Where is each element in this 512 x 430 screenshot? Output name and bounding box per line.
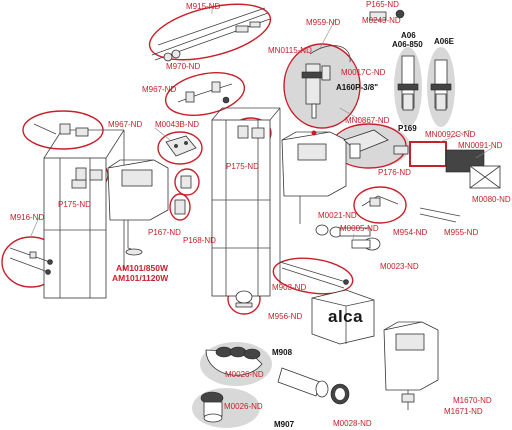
label-m959: M959-ND	[306, 18, 341, 27]
cistern-right	[281, 130, 347, 224]
m967-left-parts	[33, 123, 89, 137]
label-mn0092c: MN0092C-ND	[425, 130, 476, 139]
label-m956: M956-ND	[268, 312, 303, 321]
m967-top-parts	[177, 81, 233, 104]
label-a06-850: A06-850	[392, 40, 423, 49]
label-p167: P167-ND	[148, 228, 181, 237]
label-m1671: M1671-ND	[444, 407, 483, 416]
frame-center	[211, 107, 281, 297]
label-mn0091: MN0091-ND	[458, 141, 503, 150]
flush-plate-frames	[409, 141, 501, 189]
alca-logo: alca	[328, 307, 364, 326]
label-a160p: A160P-3/8"	[336, 83, 379, 92]
cistern-left	[107, 159, 169, 256]
label-p165: P165-ND	[366, 0, 399, 9]
p168-circle	[174, 168, 200, 196]
p169-plate	[343, 129, 409, 159]
label-mn0867: MN0867-ND	[345, 116, 390, 125]
m916-bolts	[9, 247, 53, 275]
frame-left	[43, 129, 125, 299]
float-valve	[301, 45, 351, 119]
label-m954: M954-ND	[393, 228, 428, 237]
flush-plate	[311, 289, 375, 345]
m0028-pipe	[277, 367, 350, 405]
label-m915: M915-ND	[186, 2, 221, 11]
p167-p168-parts	[174, 175, 192, 215]
label-m967-top: M967-ND	[142, 85, 177, 94]
label-p169: P169	[398, 124, 417, 133]
label-p168: P168-ND	[183, 236, 216, 245]
m954-circle	[353, 186, 407, 224]
m967-top-circle	[164, 72, 246, 116]
label-a06: A06	[401, 31, 416, 40]
label-a06e: A06E	[434, 37, 455, 46]
p175-left-parts	[75, 167, 103, 181]
label-frame-am101-850w: AM101/850W	[116, 263, 168, 273]
label-mn0115: MN0115-ND	[268, 46, 312, 55]
label-m0017c: M0017C-ND	[341, 68, 386, 77]
leader-lines	[29, 8, 493, 240]
label-m0026-bottom: M0026-ND	[224, 402, 263, 411]
bolts-m954-m955	[361, 195, 461, 223]
m903-rods	[279, 261, 349, 289]
label-p175-left: P175-ND	[58, 200, 91, 209]
label-m0023: M0023-ND	[380, 262, 419, 271]
label-m0026-top: M0026-ND	[225, 370, 264, 379]
p167-circle	[169, 193, 191, 221]
label-m0021: M0021-ND	[318, 211, 357, 220]
label-m903: M903-ND	[272, 283, 307, 292]
label-m0043b: M0043B-ND	[155, 120, 200, 129]
m0043b-circle	[157, 131, 203, 165]
float-valve-highlight	[284, 43, 360, 127]
m0043b-plate	[165, 135, 197, 157]
cistern-bottom	[383, 321, 439, 410]
p175-right-parts	[237, 125, 265, 139]
m907-parts	[200, 391, 224, 423]
label-p176: P176-ND	[378, 168, 411, 177]
label-m1670: M1670-ND	[453, 396, 492, 405]
drain-valves	[397, 55, 452, 111]
label-m967-left: M967-ND	[108, 120, 143, 129]
label-m0080: M0080-ND	[472, 195, 511, 204]
label-frame-am101-1120w: AM101/1120W	[112, 273, 169, 283]
label-m908: M908	[272, 348, 293, 357]
label-m907: M907	[274, 420, 295, 429]
label-m0005: M0005-ND	[340, 224, 379, 233]
m903-circle	[272, 257, 354, 295]
flush-pipe-parts	[315, 224, 381, 251]
label-m0028: M0028-ND	[333, 419, 372, 428]
label-m916: M916-ND	[10, 213, 45, 222]
label-m955: M955-ND	[444, 228, 479, 237]
m956-clamp	[235, 290, 253, 308]
label-m0243: M0243-ND	[362, 16, 401, 25]
m915-circle	[148, 3, 272, 61]
label-m970: M970-ND	[166, 62, 201, 71]
m915-rails	[151, 7, 271, 62]
label-p175-right: P175-ND	[226, 162, 259, 171]
m908-rings	[205, 346, 263, 376]
small-fittings-top	[369, 9, 405, 21]
